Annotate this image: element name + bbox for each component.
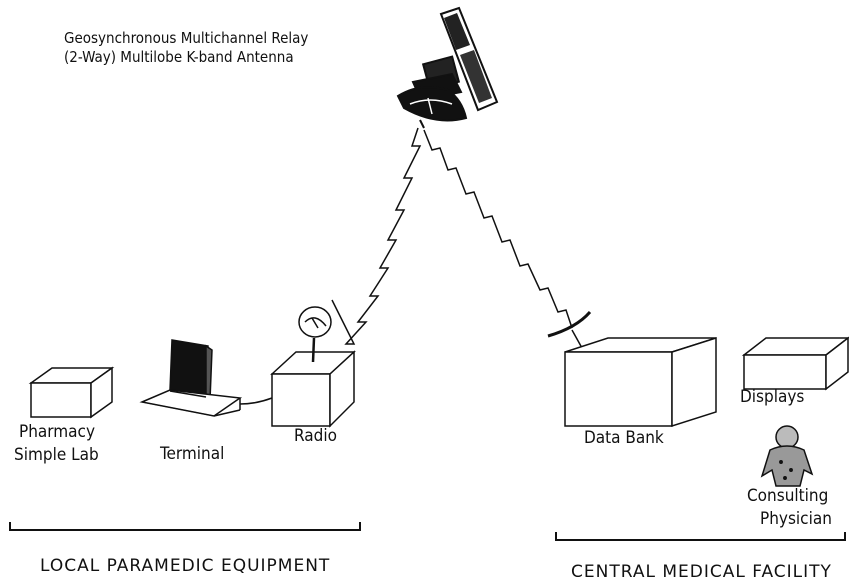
pharmacy-label-line1: Pharmacy bbox=[19, 422, 95, 442]
physician-label-line2: Physician bbox=[760, 509, 832, 529]
radio-label: Radio bbox=[294, 426, 337, 446]
pharmacy-box bbox=[28, 366, 115, 419]
central-group-bracket bbox=[555, 532, 846, 541]
local-group-bracket bbox=[9, 522, 361, 531]
data-bank-label: Data Bank bbox=[584, 428, 664, 448]
radio-box bbox=[270, 350, 356, 428]
displays-box bbox=[741, 336, 849, 391]
terminal-label: Terminal bbox=[159, 444, 224, 464]
data-bank-box bbox=[564, 336, 717, 428]
physician-label-line1: Consulting bbox=[747, 486, 828, 506]
satellite-label-line2: (2-Way) Multilobe K-band Antenna bbox=[64, 48, 294, 66]
local-group-label: LOCAL PARAMEDIC EQUIPMENT bbox=[40, 556, 330, 576]
uplink-right bbox=[423, 129, 573, 329]
satellite-label-line1: Geosynchronous Multichannel Relay bbox=[64, 29, 308, 47]
displays-label: Displays bbox=[740, 387, 804, 407]
central-group-label: CENTRAL MEDICAL FACILITY bbox=[571, 562, 832, 581]
pharmacy-label-line2: Simple Lab bbox=[14, 445, 99, 465]
satellite-icon bbox=[396, 6, 499, 129]
dish-antenna-icon bbox=[298, 306, 332, 363]
person-icon bbox=[760, 425, 814, 487]
dish-mount bbox=[571, 329, 583, 349]
terminal-icon bbox=[139, 339, 273, 417]
uplink-left bbox=[331, 127, 422, 345]
dish-antenna-icon bbox=[547, 310, 592, 338]
